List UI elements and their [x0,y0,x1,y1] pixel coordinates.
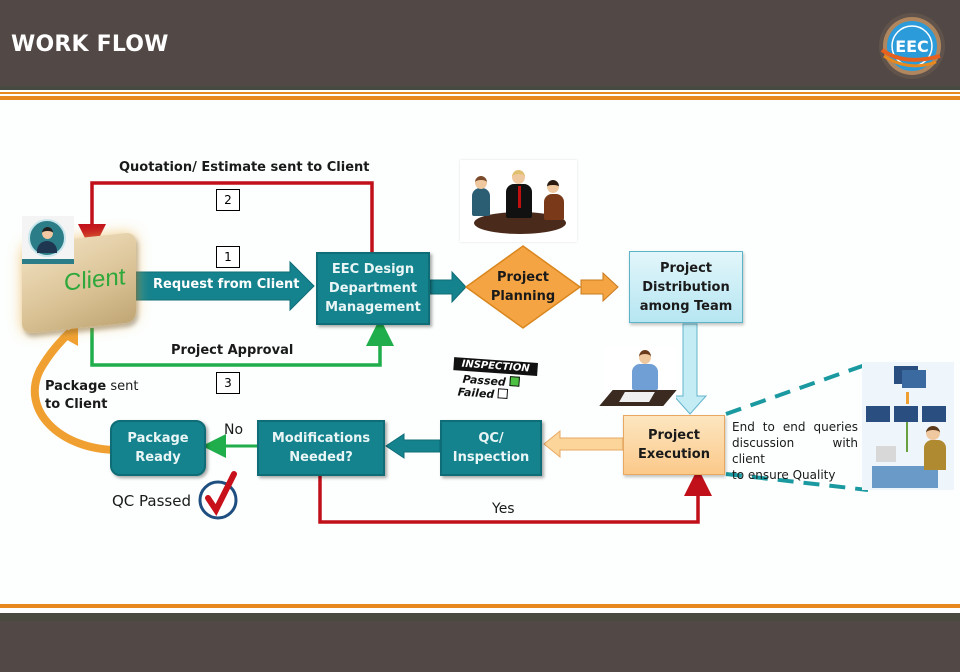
package-sent-rest: sent [106,379,139,394]
footer-bar [0,613,960,672]
inspection-failed-label: Failed [457,385,495,402]
footer-shade [0,613,960,621]
distribution-line-2: Distribution [642,279,730,295]
callout-dash-top [725,362,869,416]
email-network-illustration [862,362,954,490]
quotation-connector [78,181,374,252]
footer-divider-thick [0,604,960,608]
callout-line-1: End to end queries [732,420,858,434]
step-1-badge: 1 [216,246,240,268]
eec-design-line-3: Management [325,300,421,315]
eec-design-line-1: EEC Design [331,262,415,277]
package-sent-bold: Package [45,379,107,394]
package-sent-arrowhead [60,324,78,346]
distribution-line-1: Project [659,260,713,276]
client-label: Client [64,263,126,297]
project-planning-label: Project Planning [476,264,570,310]
package-line-1: Package [127,431,189,446]
modifications-line-2: Needed? [289,450,353,465]
package-ready-node: Package Ready [110,420,206,476]
approval-connector [90,318,394,367]
project-planning-diamond [464,245,582,329]
request-arrow [135,260,315,312]
quotation-label: Quotation/ Estimate sent to Client [119,160,370,175]
eec-design-line-2: Department [328,281,418,296]
inspection-checklist-illustration: INSPECTION Passed Failed [450,357,538,423]
package-line-2: Ready [135,450,181,465]
eec-to-planning-arrow [429,270,467,304]
designer-at-desk-illustration [599,346,677,410]
header-shade [0,86,960,90]
execution-line-1: Project [647,428,701,443]
project-distribution-node: Project Distribution among Team [629,251,743,323]
failed-checkbox-icon [497,388,509,399]
approval-label: Project Approval [171,343,294,358]
planning-line-1: Project [496,270,550,285]
callout-line-3: to ensure Quality [732,468,836,482]
header-divider-thin [0,92,960,94]
qc-line-2: Inspection [452,450,530,465]
project-execution-node: Project Execution [623,415,725,475]
request-label: Request from Client [153,277,300,292]
client-avatar-icon [22,216,74,264]
quality-check-badge-icon [198,471,238,520]
modifications-needed-node: Modifications Needed? [257,420,385,476]
quality-callout: End to end queries discussion with clien… [732,419,858,483]
qc-inspection-node: QC/ Inspection [440,420,542,476]
passed-checkbox-icon [509,376,521,387]
qc-line-1: QC/ [478,431,504,446]
yes-label: Yes [492,501,515,517]
team-meeting-illustration [460,160,577,242]
eec-design-node: EEC Design Department Management [316,252,430,325]
header-divider-thick [0,96,960,100]
modifications-line-1: Modifications [271,431,371,446]
header-bar [0,0,960,90]
logo-text: EEC [895,37,929,56]
page-title: WORK FLOW [11,32,169,57]
package-sent-line2: to Client [45,397,108,412]
step-3-badge: 3 [216,372,240,394]
yes-connector [318,468,712,524]
package-sent-label: Package sent to Client [45,378,138,414]
qc-to-modifications-arrow [385,433,441,459]
distribution-to-execution-arrow [672,323,708,415]
distribution-line-3: among Team [639,298,733,314]
execution-to-qc-arrow [543,429,624,459]
qc-passed-label: QC Passed [112,492,191,510]
execution-line-2: Execution [638,447,710,462]
callout-dash-bottom [725,472,869,492]
callout-line-2: discussion with client [732,436,858,466]
planning-to-distribution-arrow [580,271,619,303]
planning-line-2: Planning [490,289,556,304]
no-label: No [224,422,244,438]
eec-gear-logo-icon: EEC [879,13,945,79]
package-sent-connector [30,329,119,454]
step-2-badge: 2 [216,189,240,211]
